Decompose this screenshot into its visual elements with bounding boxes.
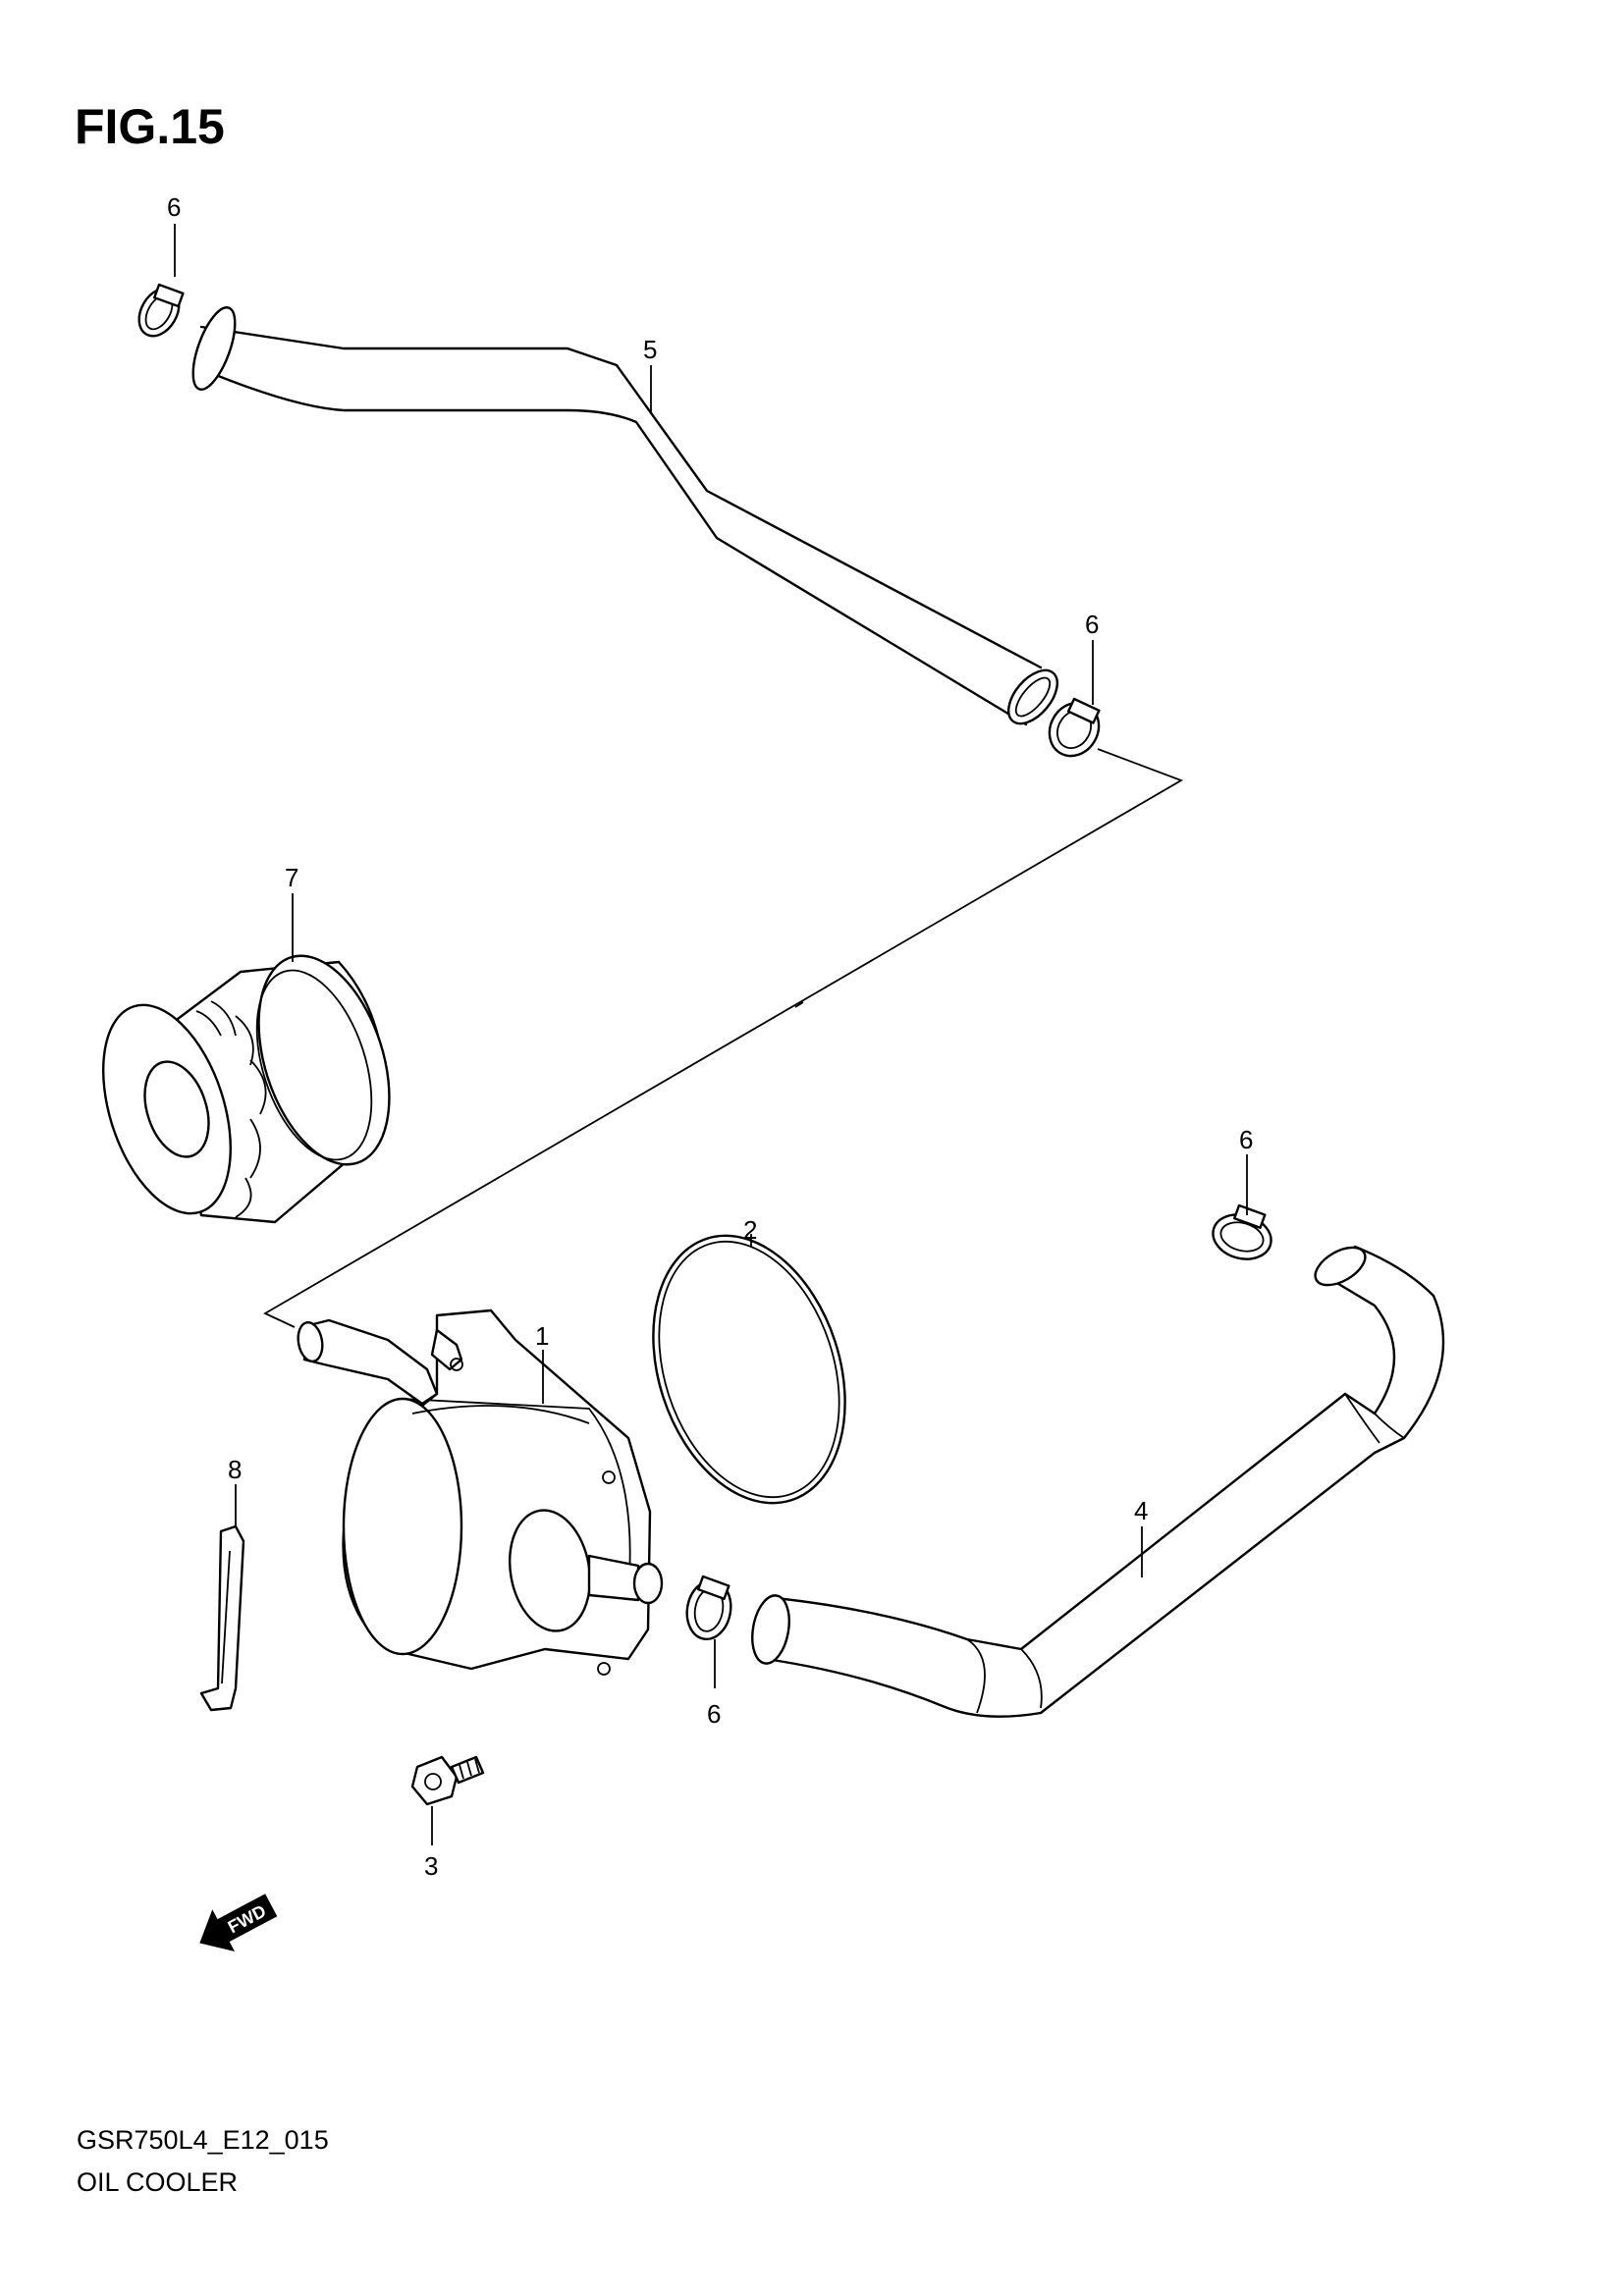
- callout-6-right: 6: [1239, 1125, 1253, 1154]
- figure-name: OIL COOLER: [77, 2167, 239, 2197]
- clamp-part-6-lower: [685, 1575, 732, 1640]
- figure-title: FIG.15: [75, 99, 225, 154]
- upper-hose-part-5: [191, 306, 1058, 726]
- clamp-part-6-top-left: [137, 283, 185, 338]
- callout-1: 1: [535, 1321, 549, 1351]
- callout-7: 7: [285, 863, 298, 892]
- o-ring-part-2: [652, 1234, 846, 1505]
- clip-part-8: [199, 1524, 245, 1712]
- oil-cooler-part-1: [297, 1308, 664, 1676]
- model-code: GSR750L4_E12_015: [77, 2125, 329, 2155]
- callout-2: 2: [743, 1215, 757, 1245]
- callout-4: 4: [1134, 1496, 1148, 1525]
- lower-hose-part-4: [751, 1245, 1445, 1718]
- callout-6-upper-right: 6: [1085, 610, 1099, 639]
- leader-lines: [174, 224, 1248, 1845]
- clamp-part-6-right: [1212, 1203, 1272, 1260]
- callout-6-top-left: 6: [167, 192, 181, 222]
- callout-3: 3: [424, 1851, 438, 1881]
- callout-5: 5: [643, 335, 657, 364]
- forward-direction-arrow: FWD: [199, 1894, 278, 1951]
- callout-6-lower: 6: [707, 1699, 721, 1729]
- clamp-part-6-upper-right: [1048, 697, 1101, 758]
- bolt-part-3: [410, 1755, 485, 1806]
- callout-8: 8: [228, 1455, 242, 1484]
- oil-filter-part-7: [102, 954, 391, 1224]
